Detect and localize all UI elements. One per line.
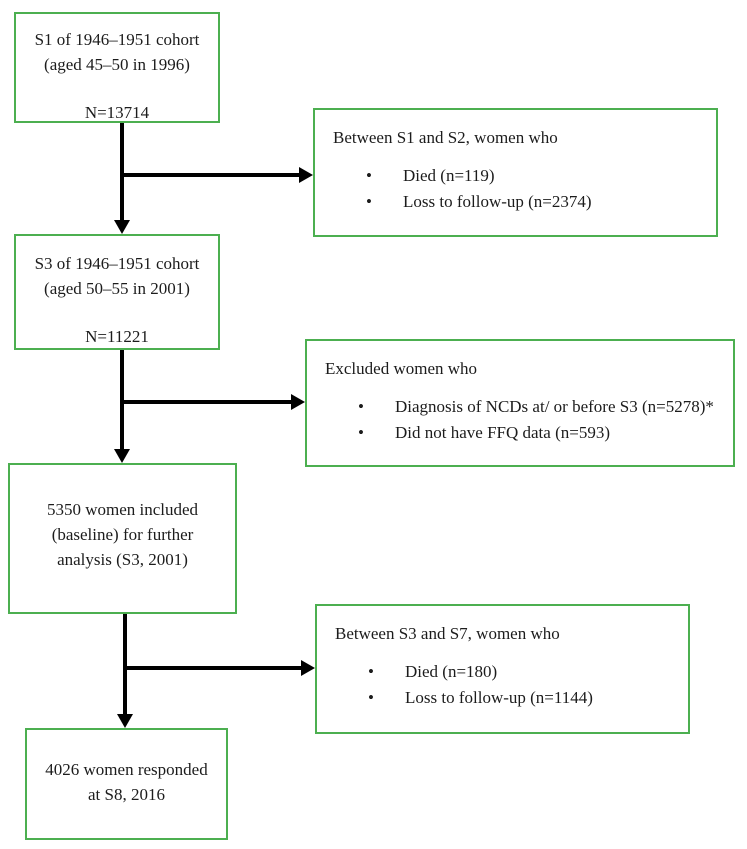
side-box-bullet-list: Died (n=119) Loss to follow-up (n=2374) (315, 163, 716, 215)
bullet-item: Loss to follow-up (n=1144) (317, 685, 688, 711)
arrow-branch-s1-s2-head (299, 167, 313, 183)
flow-box-s3-line: S3 of 1946–1951 cohort (34, 254, 200, 273)
side-box-s3-s7-attrition: Between S3 and S7, women who Died (n=180… (315, 604, 690, 734)
arrow-baseline-to-s8-head (117, 714, 133, 728)
flow-box-s1-line: (aged 45–50 in 1996) (44, 55, 190, 74)
arrow-branch-exclusions-head (291, 394, 305, 410)
side-box-heading: Between S1 and S2, women who (333, 128, 558, 147)
flow-box-s8-line: 4026 women responded (45, 760, 208, 779)
side-box-exclusions: Excluded women who Diagnosis of NCDs at/… (305, 339, 735, 467)
bullet-item: Did not have FFQ data (n=593) (307, 420, 733, 446)
arrow-s1-to-s3-head (114, 220, 130, 234)
arrow-branch-s3-s7-head (301, 660, 315, 676)
bullet-item: Loss to follow-up (n=2374) (315, 189, 716, 215)
flow-box-s8-line: at S8, 2016 (88, 785, 165, 804)
flow-box-baseline-line: (baseline) for further (51, 525, 194, 544)
flow-box-s3-count: N=11221 (85, 327, 149, 346)
side-box-bullet-list: Died (n=180) Loss to follow-up (n=1144) (317, 659, 688, 711)
flow-box-s8: 4026 women responded at S8, 2016 (25, 728, 228, 840)
flow-box-s1-line: S1 of 1946–1951 cohort (34, 30, 200, 49)
bullet-item: Died (n=180) (317, 659, 688, 685)
flow-box-s3-line: (aged 50–55 in 2001) (44, 279, 190, 298)
side-box-s1-s2-attrition: Between S1 and S2, women who Died (n=119… (313, 108, 718, 237)
flow-box-s1-count: N=13714 (84, 103, 150, 122)
bullet-item: Diagnosis of NCDs at/ or before S3 (n=52… (307, 394, 733, 420)
side-box-bullet-list: Diagnosis of NCDs at/ or before S3 (n=52… (307, 394, 733, 446)
flow-box-baseline-line: analysis (S3, 2001) (57, 550, 188, 569)
flow-box-s3: S3 of 1946–1951 cohort (aged 50–55 in 20… (14, 234, 220, 350)
arrow-s3-to-baseline-head (114, 449, 130, 463)
flow-box-s1: S1 of 1946–1951 cohort (aged 45–50 in 19… (14, 12, 220, 123)
side-box-heading: Between S3 and S7, women who (335, 624, 560, 643)
bullet-item: Died (n=119) (315, 163, 716, 189)
side-box-heading: Excluded women who (325, 359, 478, 378)
flow-box-baseline: 5350 women included (baseline) for furth… (8, 463, 237, 614)
flow-box-baseline-line: 5350 women included (46, 500, 199, 519)
